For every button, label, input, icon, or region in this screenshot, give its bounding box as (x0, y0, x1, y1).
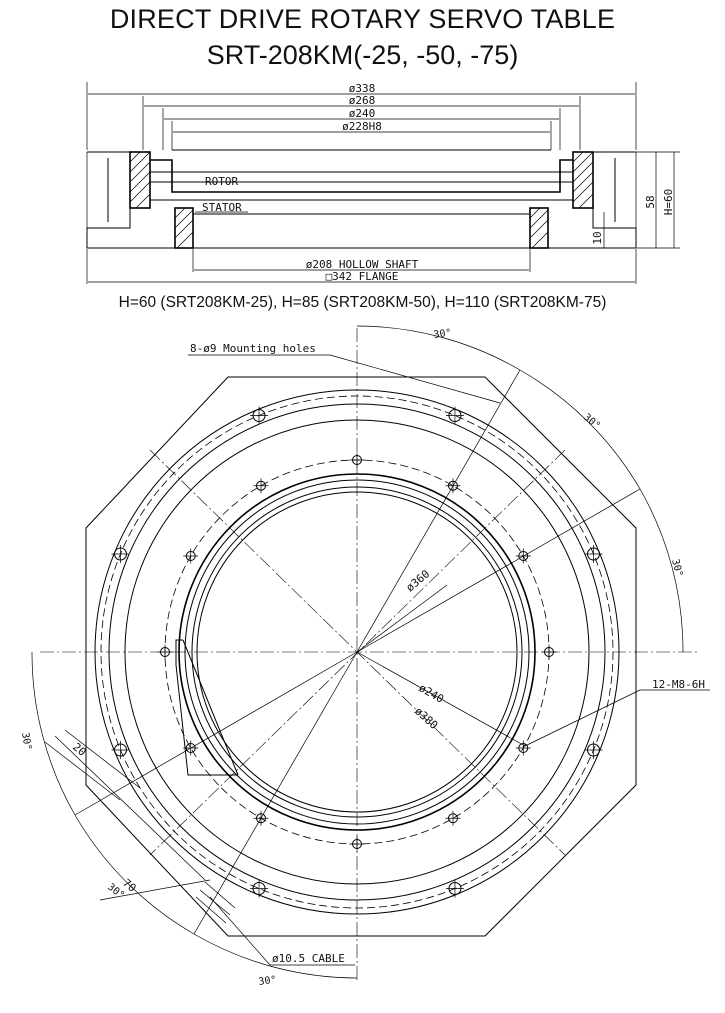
tapped-hole-cross (253, 478, 269, 494)
leaders (44, 354, 710, 966)
dim-240-top: ø240 (417, 681, 446, 706)
height-variant-note: H=60 (SRT208KM-25), H=85 (SRT208KM-50), … (118, 294, 607, 311)
label-tapped-holes: 12-M8-6H (652, 678, 705, 691)
tapped-hole-cross (349, 836, 365, 852)
mounting-hole-cross (584, 545, 603, 564)
mounting-hole-cross (584, 740, 603, 759)
dim-360: ø360 (404, 567, 433, 594)
flange-outline (85, 376, 637, 937)
mounting-hole-cross (250, 406, 269, 425)
angle-label-1: 30° (433, 328, 452, 341)
tapped-hole-cross (183, 548, 199, 564)
label-cable: ø10.5 CABLE (272, 952, 345, 965)
mounting-hole-cross (111, 545, 130, 564)
height-dimensions (594, 151, 680, 249)
mounting-hole-cross (250, 879, 269, 898)
angle-label-6: 30° (258, 975, 277, 988)
tapped-hole-cross (541, 644, 557, 660)
dim-338: ø338 (349, 82, 376, 95)
mounting-hole-cross (111, 740, 130, 759)
dim-268: ø268 (349, 94, 376, 107)
top-dimension-lines (86, 82, 637, 150)
dim-hollow-shaft: ø208 HOLLOW SHAFT (306, 258, 419, 271)
title-line-1: DIRECT DRIVE ROTARY SERVO TABLE (109, 4, 616, 34)
dim-flange: □342 FLANGE (326, 270, 399, 283)
label-mounting-holes: 8-ø9 Mounting holes (190, 342, 316, 355)
tapped-hole-cross (445, 810, 461, 826)
dim-380: ø380 (412, 705, 440, 732)
bottom-dimensions (86, 249, 637, 284)
section-body (86, 149, 637, 249)
angle-label-3: 30° (669, 558, 684, 578)
center-lines (40, 328, 700, 980)
dim-240: ø240 (349, 107, 376, 120)
angle-arcs (31, 325, 684, 979)
mounting-hole-cross (445, 406, 464, 425)
dim-228h8: ø228H8 (342, 120, 382, 133)
tapped-hole-cross (157, 644, 173, 660)
label-stator: STATOR (202, 201, 242, 214)
label-rotor: ROTOR (205, 175, 238, 188)
dim-h: H=60 (662, 189, 675, 216)
mounting-hole-cross (445, 879, 464, 898)
tapped-hole-cross (515, 740, 531, 756)
mounting-holes (111, 406, 603, 898)
tapped-hole-cross (349, 452, 365, 468)
angle-label-2: 30° (581, 412, 602, 432)
dim-10: 10 (591, 231, 604, 244)
cable-notch (175, 639, 239, 924)
title-line-2: SRT-208KM(-25, -50, -75) (206, 40, 519, 70)
dim-58: 58 (644, 195, 657, 208)
angle-label-4: 30° (19, 732, 33, 752)
